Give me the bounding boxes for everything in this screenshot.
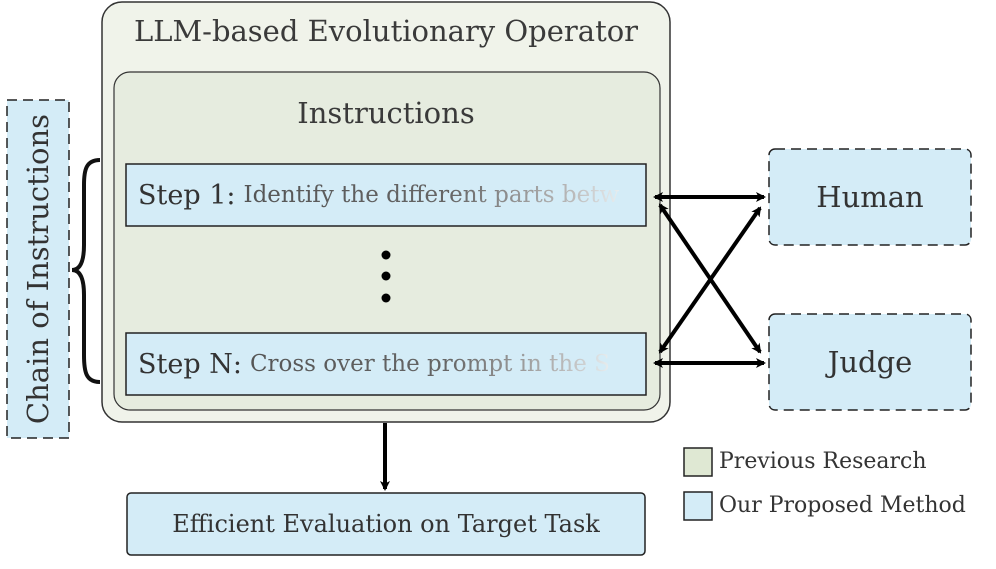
judge-label: Judge <box>827 345 913 379</box>
step-n-colon: : <box>232 348 242 380</box>
chain-of-instructions-label: Chain of Instructions <box>21 113 56 425</box>
step-1-colon: : <box>226 179 236 211</box>
operator-title: LLM-based Evolutionary Operator <box>133 14 639 48</box>
step-1-text: Identify the different parts betw <box>243 182 620 208</box>
chain-of-instructions-label-wrap: Chain of Instructions <box>7 100 69 438</box>
evaluation-box <box>126 492 646 556</box>
human-box <box>768 148 972 246</box>
step-1-label: Step 1 <box>138 179 227 211</box>
instructions-title: Instructions <box>297 96 475 130</box>
step-n-label: Step N <box>138 348 233 380</box>
step-n-text: Cross over the prompt in the S <box>249 351 610 377</box>
ellipsis-dot <box>381 271 391 281</box>
legend-swatch-previous <box>683 447 713 477</box>
step-1-box <box>125 163 647 227</box>
arrow-stepn-human <box>658 206 762 354</box>
human-label: Human <box>816 180 924 214</box>
ellipsis-dot <box>381 293 391 303</box>
step-1-row: Step 1: Identify the different parts bet… <box>138 164 628 226</box>
curly-brace <box>71 158 101 384</box>
step-n-row: Step N: Cross over the prompt in the S <box>138 333 628 395</box>
ellipsis-dot <box>381 250 391 260</box>
chain-box <box>6 99 70 439</box>
evaluation-label: Efficient Evaluation on Target Task <box>172 510 600 538</box>
step-n-box <box>125 332 647 396</box>
legend-swatch-proposed <box>683 491 713 521</box>
legend-label-proposed: Our Proposed Method <box>719 493 966 518</box>
judge-box <box>768 313 972 411</box>
legend-label-previous: Previous Research <box>719 449 927 474</box>
